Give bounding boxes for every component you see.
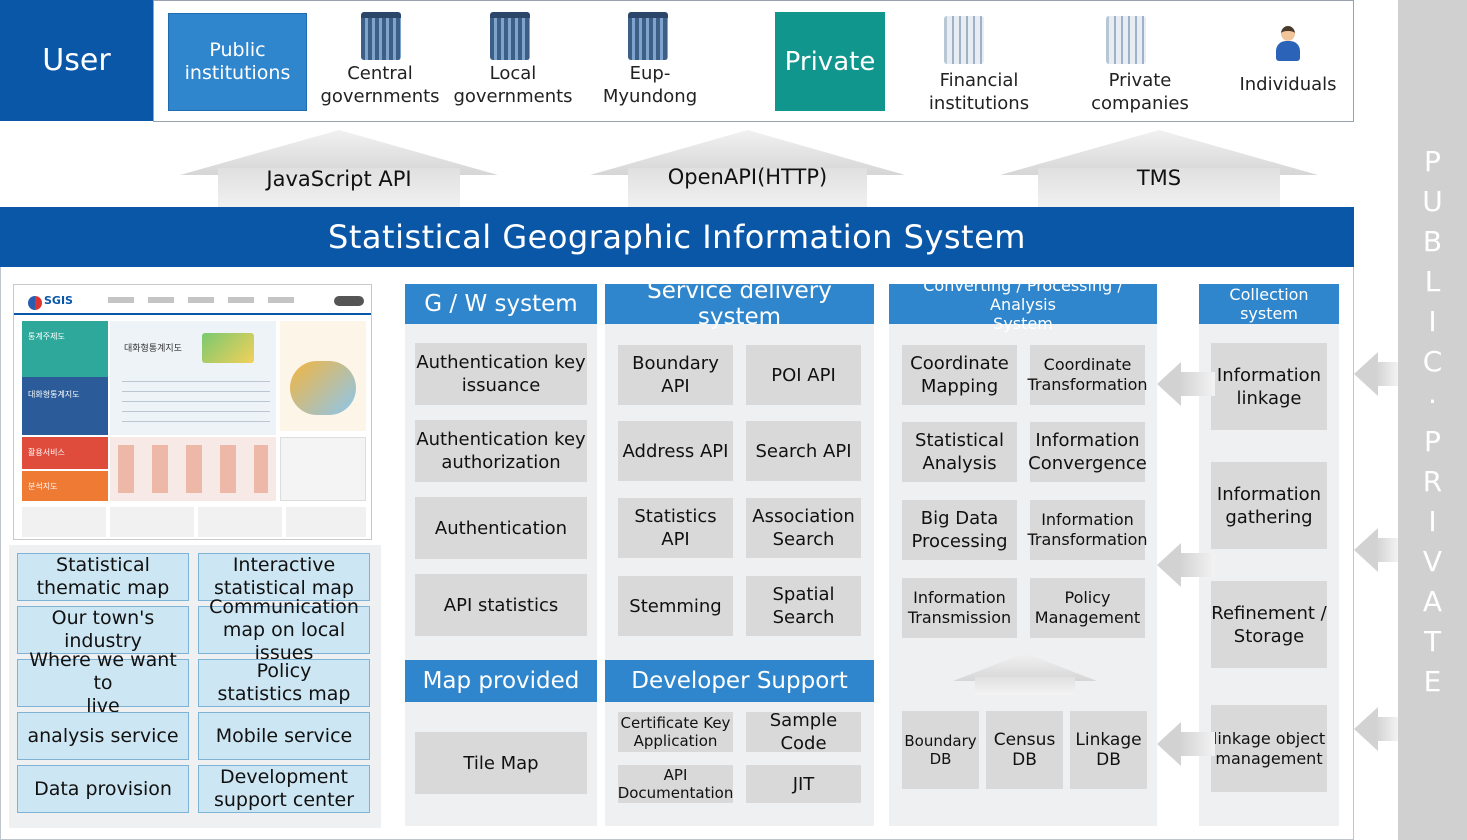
thumb-panel-4: 분석지도	[28, 482, 58, 491]
interface-tms: TMS	[1136, 166, 1182, 190]
cv-information-transmission: Information Transmission	[902, 578, 1017, 638]
side-char: L	[1424, 265, 1441, 298]
service-delivery-header: Service delivery system	[605, 278, 874, 330]
system-title-banner: Statistical Geographic Information Syste…	[0, 207, 1354, 267]
col-information-gathering: Information gathering	[1211, 462, 1327, 549]
col-information-linkage: Information linkage	[1211, 343, 1327, 430]
sd-search-api: Search API	[746, 421, 861, 481]
central-government-building-icon	[361, 12, 401, 60]
service-our-towns-industry: Our town's industry	[17, 606, 189, 654]
service-data-provision: Data provision	[17, 765, 189, 813]
sgis-logo-icon	[28, 296, 42, 310]
private-tag: Private	[775, 12, 885, 111]
sd-spatial-search: Spatial Search	[746, 576, 861, 636]
side-char: P	[1424, 425, 1441, 458]
user-individuals: Individuals	[1239, 73, 1337, 95]
external-to-collection-arrow-1	[1354, 352, 1398, 396]
cv-coordinate-mapping: Coordinate Mapping	[902, 345, 1017, 405]
user-private-companies: Private companies	[1091, 70, 1189, 114]
financial-building-icon	[944, 16, 984, 64]
company-building-icon	[1106, 16, 1146, 64]
side-char: E	[1423, 665, 1442, 698]
col-linkage-object-management: linkage object management	[1211, 705, 1327, 792]
cv-big-data-processing: Big Data Processing	[902, 500, 1017, 560]
side-char: R	[1422, 465, 1443, 498]
converting-header: Converting / Processing / Analysis Syste…	[889, 276, 1157, 333]
developer-support-header: Developer Support	[605, 660, 874, 702]
thumb-panel-3: 활용서비스	[28, 448, 65, 457]
collection-header: Collection system	[1199, 284, 1339, 324]
thumb-panel-1: 통계주제도	[28, 332, 65, 341]
cv-statistical-analysis: Statistical Analysis	[902, 422, 1017, 482]
dev-jit: JIT	[746, 765, 861, 803]
dev-api-documentation: API Documentation	[617, 765, 734, 803]
thumb-logo-text: SGIS	[44, 294, 73, 307]
cv-information-transformation: Information Transformation	[1027, 500, 1148, 560]
website-screenshot: SGIS 통계주제도 대화형통계지도 활용서비스 분석지도 대화형통계지도	[13, 284, 372, 540]
interface-javascript-api: JavaScript API	[266, 167, 412, 191]
map-provided-header: Map provided	[405, 660, 597, 702]
dev-certificate-key-application: Certificate Key Application	[618, 712, 733, 752]
service-analysis: analysis service	[17, 712, 189, 760]
side-char: ·	[1428, 385, 1437, 418]
cv-information-convergence: Information Convergence	[1028, 422, 1147, 482]
gw-authentication: Authentication	[415, 497, 587, 559]
user-central-governments: Central governments	[320, 63, 440, 107]
sd-association-search: Association Search	[746, 498, 861, 558]
db-linkage: Linkage DB	[1070, 711, 1147, 789]
service-development-support-center: Development support center	[198, 765, 370, 813]
service-policy-statistics-map: Policy statistics map	[198, 659, 370, 707]
thumb-panel-2: 대화형통계지도	[28, 390, 80, 399]
public-institutions-tag: Public institutions	[168, 13, 307, 111]
user-local-governments: Local governments	[453, 63, 573, 107]
gw-api-statistics: API statistics	[415, 574, 587, 636]
side-char: B	[1422, 225, 1443, 258]
public-private-sidebar	[1398, 0, 1467, 840]
service-statistical-thematic-map: Statistical thematic map	[17, 553, 189, 601]
sd-statistics-api: Statistics API	[618, 498, 733, 558]
dev-sample-code: Sample Code	[746, 710, 861, 754]
side-char: U	[1422, 185, 1443, 218]
user-groups-box	[153, 0, 1354, 122]
local-government-building-icon	[490, 12, 530, 60]
collection-to-converting-arrow-1	[1157, 362, 1215, 406]
gw-auth-key-authorization: Authentication key authorization	[415, 420, 587, 482]
thumb-map-title: 대화형통계지도	[124, 344, 182, 354]
service-mobile: Mobile service	[198, 712, 370, 760]
db-to-processing-arrow	[953, 653, 1097, 708]
user-eup-myundong: Eup- Myundong	[602, 63, 698, 107]
user-label: User	[0, 0, 153, 121]
side-char: A	[1422, 585, 1443, 618]
side-char: V	[1422, 545, 1443, 578]
service-where-we-want-to-live: Where we want to live	[17, 649, 189, 717]
cv-policy-management: Policy Management	[1030, 578, 1145, 638]
db-boundary: Boundary DB	[902, 711, 979, 789]
collection-to-converting-arrow-3	[1157, 722, 1215, 766]
sd-stemming: Stemming	[618, 576, 733, 636]
col-refinement-storage: Refinement / Storage	[1211, 581, 1327, 668]
sd-address-api: Address API	[618, 421, 733, 481]
side-char: P	[1424, 145, 1441, 178]
service-interactive-statistical-map: Interactive statistical map	[198, 553, 370, 601]
sd-poi-api: POI API	[746, 345, 861, 405]
collection-to-converting-arrow-2	[1157, 543, 1215, 587]
service-communication-map: Communication map on local issues	[198, 596, 370, 664]
side-char: T	[1423, 625, 1442, 658]
side-char: C	[1422, 345, 1443, 378]
user-financial-institutions: Financial institutions	[928, 70, 1030, 114]
cv-coordinate-transformation: Coordinate Transformation	[1027, 345, 1148, 405]
db-census: Census DB	[986, 711, 1063, 789]
gw-system-header: G / W system	[405, 284, 597, 324]
person-icon	[1276, 26, 1300, 62]
side-char: I	[1428, 305, 1437, 338]
map-tile-map: Tile Map	[415, 732, 587, 794]
sd-boundary-api: Boundary API	[618, 345, 733, 405]
eup-myundong-building-icon	[628, 12, 668, 60]
interface-openapi-http: OpenAPI(HTTP)	[667, 165, 828, 189]
external-to-collection-arrow-3	[1354, 707, 1398, 751]
side-char: I	[1428, 505, 1437, 538]
gw-auth-key-issuance: Authentication key issuance	[415, 343, 587, 405]
external-to-collection-arrow-2	[1354, 528, 1398, 572]
